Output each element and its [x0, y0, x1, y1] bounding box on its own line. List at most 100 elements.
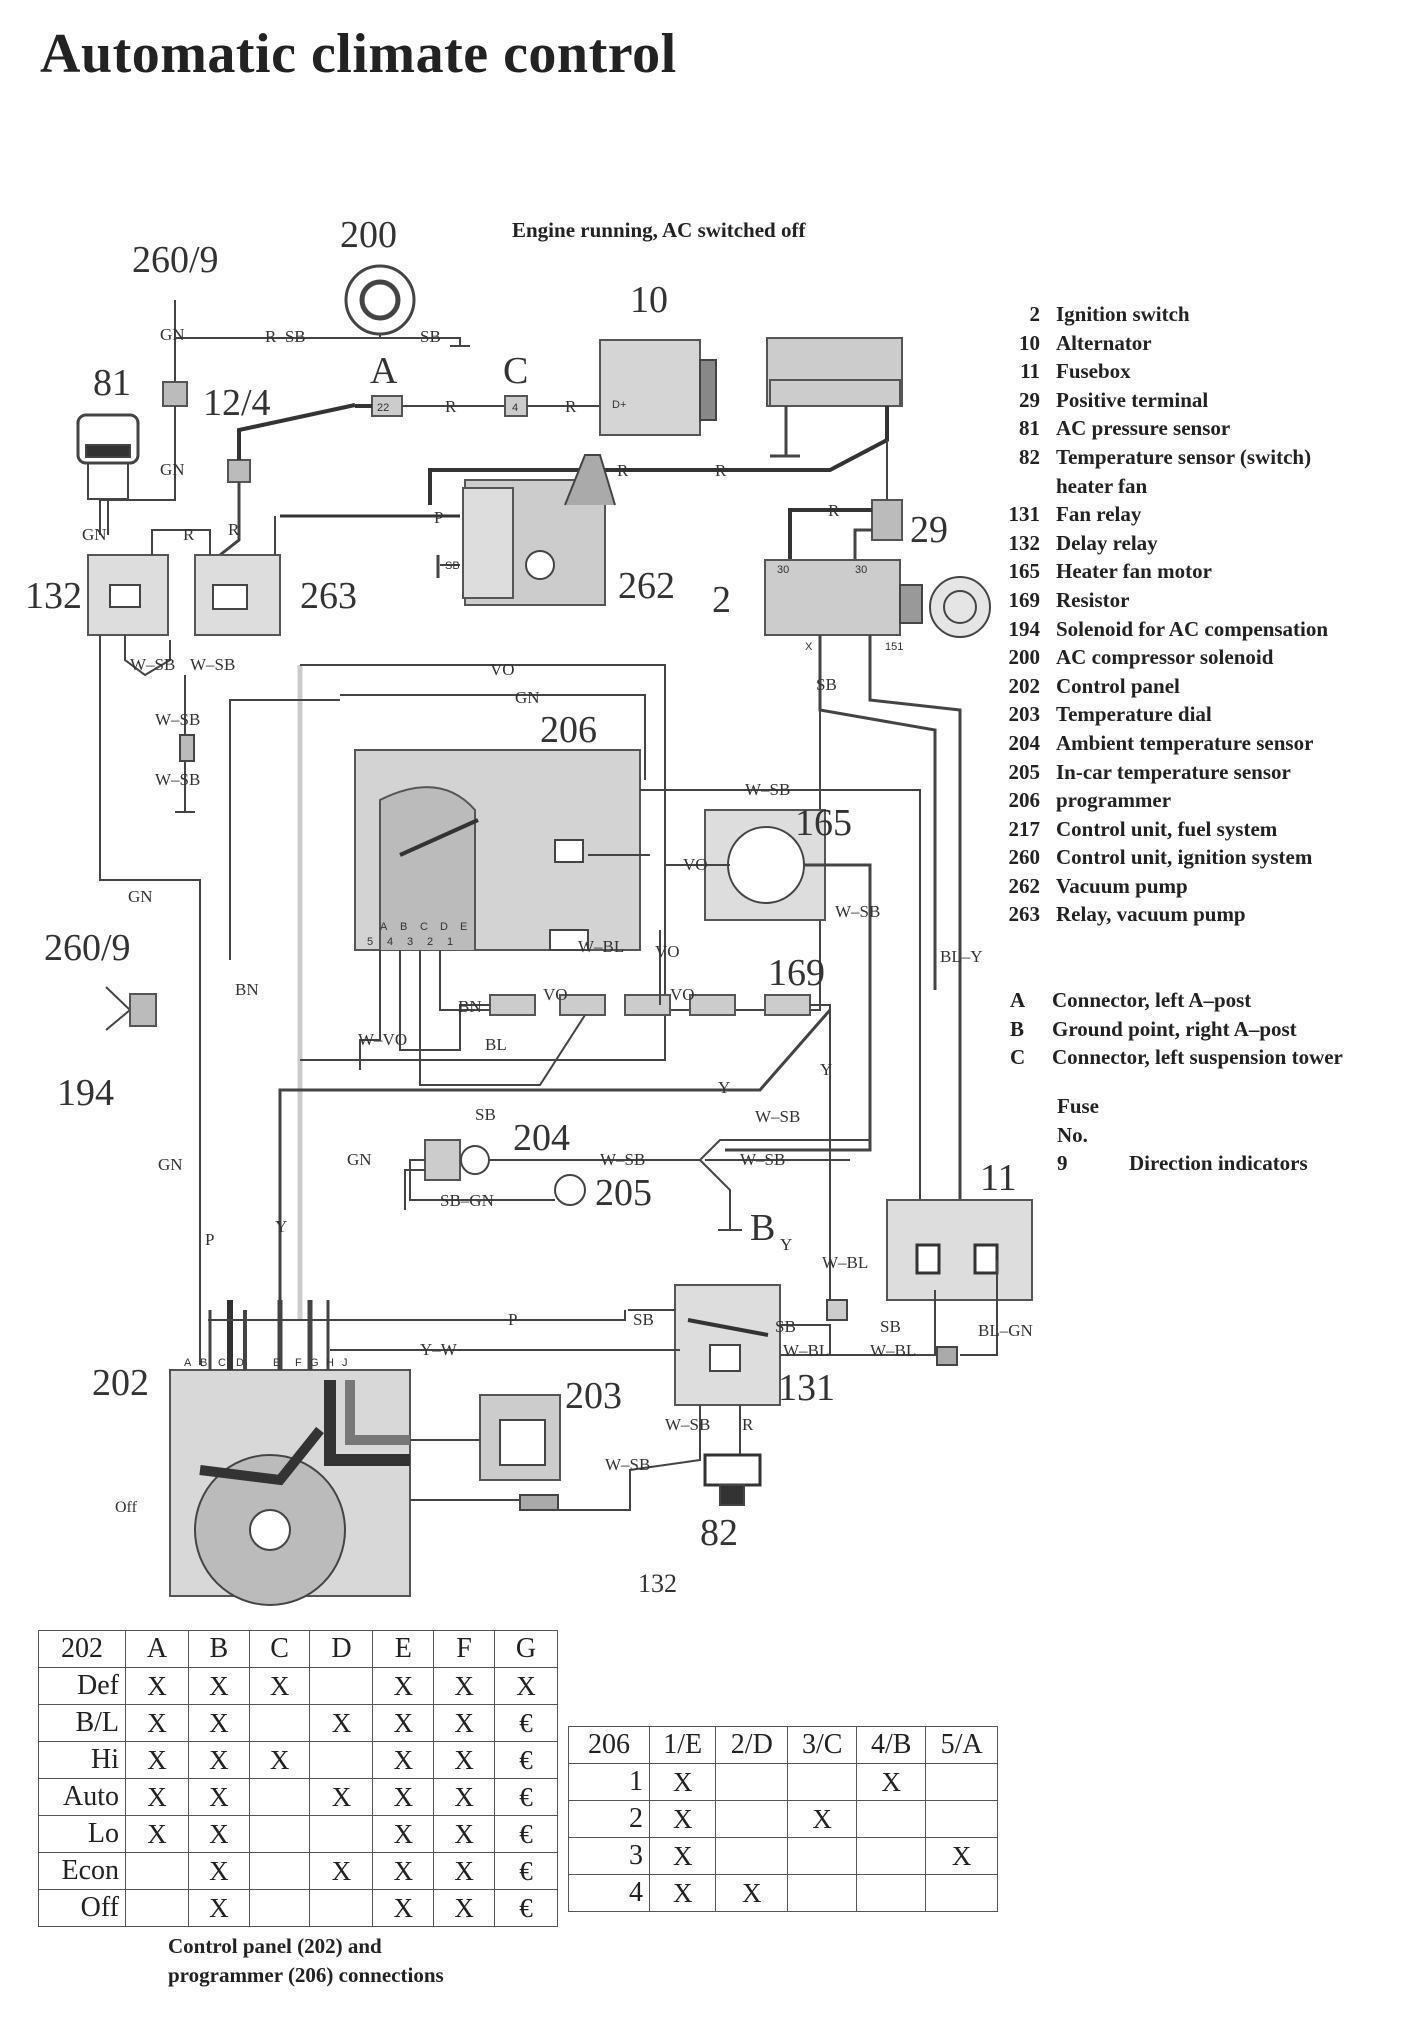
legend-number: 262: [1008, 873, 1041, 898]
connection-cell: X: [248, 1667, 311, 1705]
connection-cell: €: [493, 1852, 559, 1890]
connection-cell: [787, 1874, 858, 1912]
wire-vo-3: VO: [655, 942, 680, 961]
legend-text: Control unit, fuel system: [1056, 816, 1278, 841]
connection-cell: €: [493, 1704, 559, 1742]
letter-202-b: B: [200, 1357, 207, 1369]
connection-cell: [248, 1704, 311, 1742]
row-label: Auto: [38, 1778, 126, 1816]
wire-w-bl-4: W–BL: [870, 1341, 916, 1360]
wire-p-2: P: [205, 1230, 214, 1249]
wire-gn-1: GN: [160, 325, 185, 344]
connection-cell: X: [433, 1815, 495, 1853]
connection-cell: [309, 1815, 374, 1853]
connection-cell: X: [125, 1667, 189, 1705]
wire-gn-5: GN: [128, 887, 153, 906]
battery: [766, 337, 903, 407]
connection-cell: X: [125, 1704, 189, 1742]
pin-206-5: 5: [367, 936, 373, 948]
wire-gn-4: GN: [515, 688, 540, 707]
connection-cell: X: [648, 1837, 717, 1875]
wire-w-sb-8: W–SB: [600, 1150, 645, 1169]
wire-r-1: R: [445, 397, 457, 416]
connection-cell: [925, 1874, 998, 1912]
wire-bl-gn: BL–GN: [978, 1321, 1033, 1340]
wire-w-sb-11: W–SB: [605, 1455, 650, 1474]
legend-number: 2: [1029, 302, 1041, 326]
wire-w-sb-2: W–SB: [190, 655, 235, 674]
wire-vo-4: VO: [543, 985, 568, 1004]
wire-w-bl-1: W–BL: [578, 937, 624, 956]
connection-cell: [309, 1741, 374, 1779]
wire-w-sb-6: W–SB: [835, 902, 880, 921]
fuse-heading-1: Fuse: [1057, 1094, 1099, 1118]
table-id-header: 202: [38, 1630, 126, 1668]
row-label: Lo: [38, 1815, 126, 1853]
connection-cell: €: [493, 1815, 559, 1853]
wire-y-w: Y–W: [420, 1340, 458, 1359]
connection-cell: [309, 1889, 374, 1927]
label-203: 203: [565, 1375, 622, 1417]
legend-text: Resistor: [1056, 587, 1130, 612]
legend-number: 11: [1020, 359, 1040, 384]
wire-bn-1: BN: [235, 980, 259, 999]
legend-number: 165: [1008, 559, 1041, 584]
status-note: Engine running, AC switched off: [512, 218, 806, 242]
legend-number: 204: [1008, 730, 1041, 755]
label-c: C: [503, 350, 528, 392]
wire-r-6: R: [228, 520, 240, 539]
ambient-sensor-204: [424, 1139, 461, 1181]
connector-number: B: [1010, 1016, 1025, 1041]
legend-number: 203: [1008, 702, 1041, 727]
wire-w-vo: W–VO: [358, 1030, 407, 1049]
legend-number: 169: [1008, 587, 1041, 612]
connection-cell: X: [433, 1667, 495, 1705]
connection-cell: X: [433, 1704, 495, 1742]
letter-202-j: J: [342, 1357, 348, 1369]
connection-cell: X: [125, 1741, 189, 1779]
pin-206-2: 2: [427, 936, 433, 948]
connector-12-4: [227, 459, 251, 483]
label-262: 262: [618, 565, 675, 607]
connector-number: A: [1010, 988, 1026, 1012]
temperature-switch-82: [703, 1453, 762, 1487]
legend-number: 29: [1019, 387, 1040, 412]
wire-w-bl-2: W–BL: [822, 1253, 868, 1272]
legend-number: 202: [1008, 673, 1041, 698]
legend-text: Control panel: [1056, 673, 1180, 698]
table-caption: Control panel (202) and programmer (206)…: [168, 1932, 444, 1990]
label-194: 194: [57, 1072, 114, 1114]
column-header: 1/E: [648, 1726, 717, 1764]
letter-206-c: C: [420, 921, 428, 933]
connection-cell: X: [433, 1778, 495, 1816]
connection-cell: [125, 1889, 189, 1927]
legend-text: Delay relay: [1056, 530, 1158, 555]
letter-202-a: A: [184, 1357, 192, 1369]
wire-w-sb-1: W–SB: [130, 655, 175, 674]
legend-text: Alternator: [1056, 330, 1152, 355]
wire-sb-gn: SB–GN: [440, 1191, 494, 1210]
connection-cell: X: [433, 1889, 495, 1927]
legend-text: Control unit, ignition system: [1056, 845, 1313, 870]
legend-row: 169 Resistor: [990, 586, 1328, 615]
letter-206-e: E: [460, 921, 467, 933]
column-header: A: [125, 1630, 189, 1668]
letter-202-e: E: [273, 1357, 280, 1369]
connection-cell: [925, 1763, 998, 1801]
ac-compensation-solenoid-194: [129, 993, 157, 1027]
wire-bn-2: BN: [458, 997, 482, 1016]
wire-r-4: R: [715, 461, 727, 480]
label-169: 169: [768, 952, 825, 994]
